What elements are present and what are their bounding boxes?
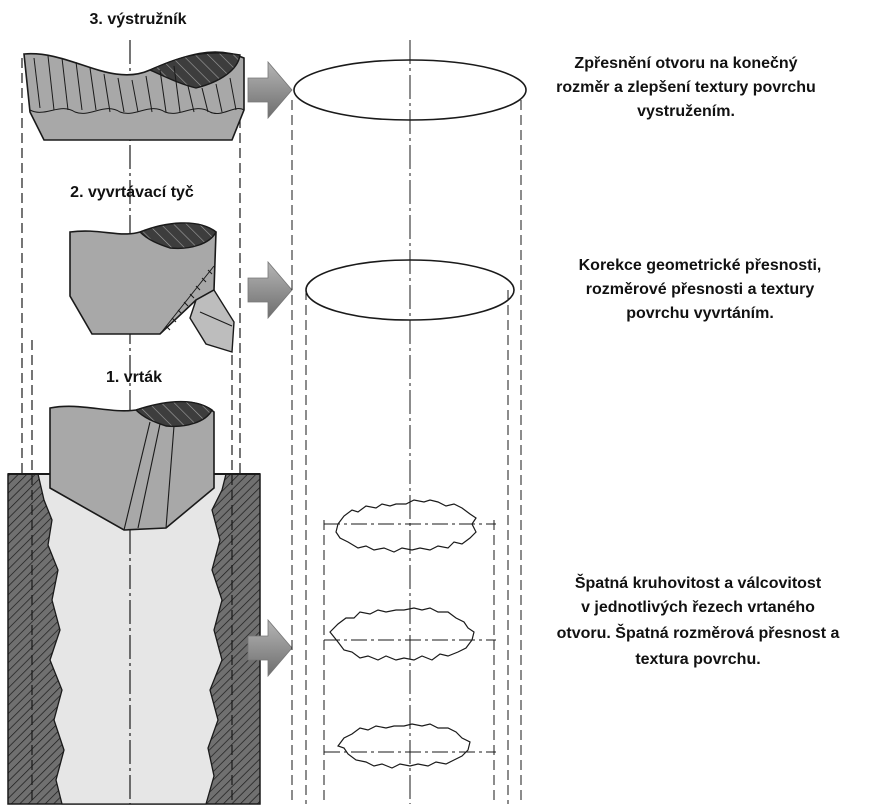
svg-text:textura povrchu.: textura povrchu. [635, 651, 760, 668]
reamer-tool [23, 51, 245, 141]
arrow-drill [247, 618, 293, 678]
boring-bar-tool [69, 222, 235, 353]
description-boring: Korekce geometrické přesnosti, rozměrové… [579, 257, 822, 322]
svg-text:Korekce geometrické přesnosti,: Korekce geometrické přesnosti, [579, 257, 822, 274]
description-reamer: Zpřesnění otvoru na konečný rozměr a zle… [556, 55, 816, 120]
svg-text:v jednotlivých řezech vrtaného: v jednotlivých řezech vrtaného [581, 599, 815, 616]
guide-lines-left [21, 40, 241, 804]
drill-tool [49, 400, 215, 531]
drill-hatched-top [134, 400, 213, 428]
drilled-section-2 [329, 607, 475, 661]
svg-text:rozměr a zlepšení textury povr: rozměr a zlepšení textury povrchu [556, 79, 816, 96]
drilled-section-3 [337, 723, 471, 769]
svg-text:vystružením.: vystružením. [637, 103, 735, 120]
svg-text:Špatná kruhovitost a válcovito: Špatná kruhovitost a válcovitost [575, 573, 822, 592]
drilled-section-1 [335, 499, 477, 553]
arrow-reamer [247, 60, 293, 120]
label-drill: 1. vrták [106, 369, 162, 386]
svg-text:povrchu vyvrtáním.: povrchu vyvrtáním. [626, 305, 774, 322]
svg-text:rozměrové přesnosti a textury: rozměrové přesnosti a textury [586, 281, 815, 298]
boring-bar-hatched-top [138, 222, 217, 250]
reamed-hole-section [293, 59, 527, 121]
svg-text:otvoru. Špatná rozměrová přesn: otvoru. Špatná rozměrová přesnost a [557, 623, 840, 642]
label-reamer: 3. výstružník [90, 11, 187, 28]
drilled-hole [37, 473, 227, 805]
label-boring-bar: 2. vyvrtávací tyč [70, 184, 194, 201]
bored-hole-section [305, 259, 515, 321]
boring-bar-insert [189, 289, 235, 353]
description-drill: Špatná kruhovitost a válcovitost v jedno… [557, 573, 840, 668]
hole-sections [291, 40, 527, 804]
arrow-boring [247, 260, 293, 320]
svg-text:Zpřesnění otvoru na konečný: Zpřesnění otvoru na konečný [574, 55, 797, 72]
